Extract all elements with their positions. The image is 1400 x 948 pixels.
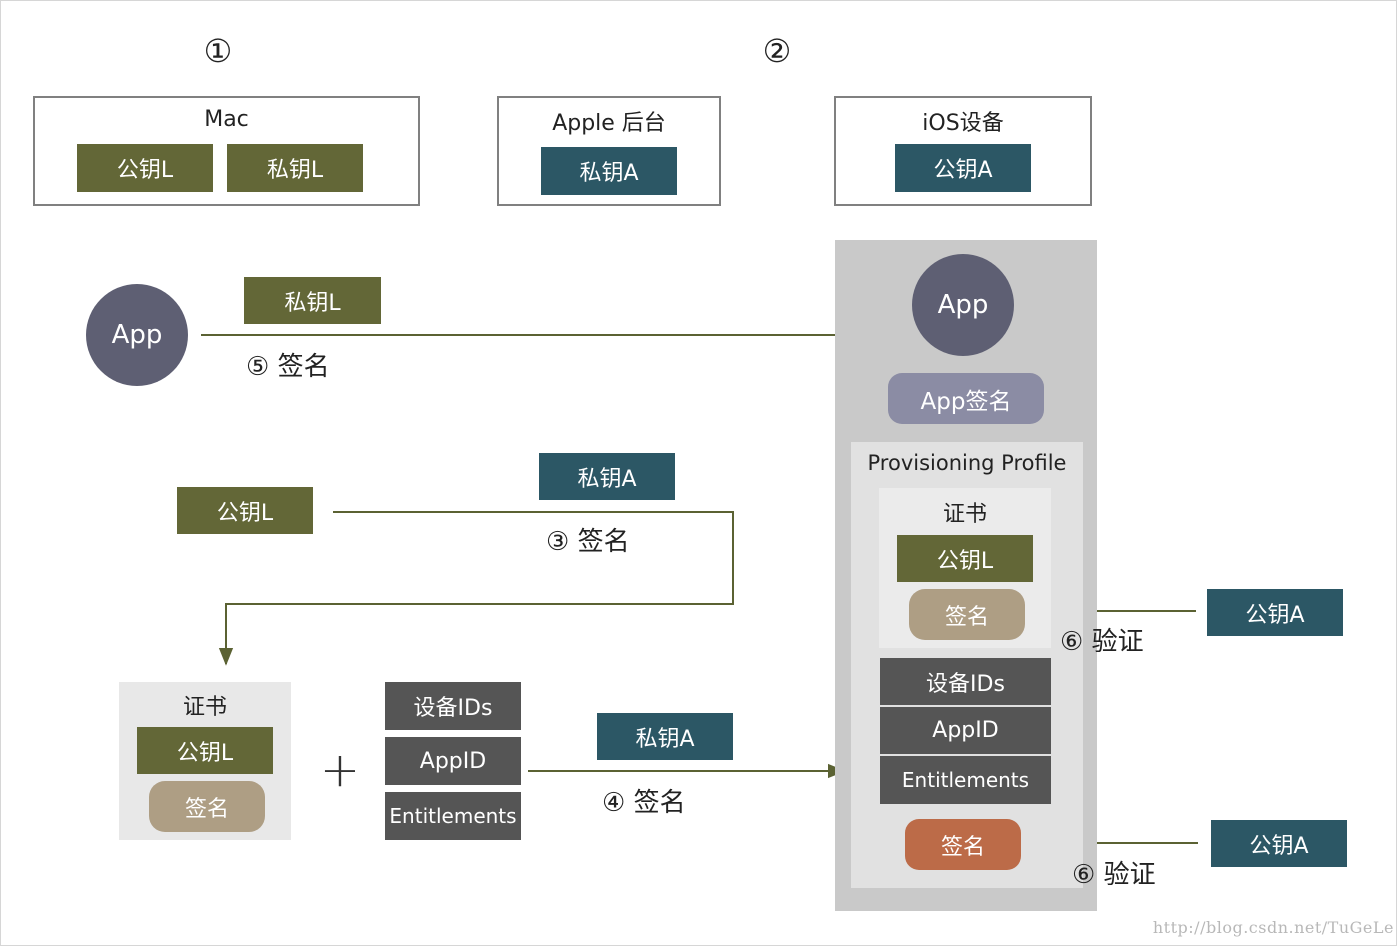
bundle-app-id: AppID [385, 737, 521, 785]
apple-backend-title: Apple 后台 [552, 111, 666, 136]
certificate-public-key: 公钥L [137, 727, 273, 774]
bundle-device-ids: 设备IDs [385, 682, 521, 730]
step3-private-key: 私钥A [539, 453, 675, 500]
step3-sign-label: ③ 签名 [546, 526, 630, 557]
plus-sign: + [319, 742, 361, 798]
step4-private-key: 私钥A [597, 713, 733, 760]
mac-private-key: 私钥L [227, 144, 363, 192]
sign-certificate-arrow [218, 511, 734, 666]
profile-device-ids: 设备IDs [880, 658, 1051, 705]
certificate-signature: 签名 [149, 781, 265, 832]
verify-certificate-label: ⑥ 验证 [1060, 626, 1144, 657]
bundle-entitlements: Entitlements [385, 792, 521, 840]
provisioning-profile-title: Provisioning Profile [867, 451, 1067, 475]
profile-entitlements: Entitlements [880, 756, 1051, 804]
watermark: http://blog.csdn.net/TuGeLe [1152, 918, 1394, 937]
step5-private-key: 私钥L [244, 277, 381, 324]
profile-app-id: AppID [880, 707, 1051, 754]
ios-public-key: 公钥A [895, 144, 1031, 192]
profile-signature: 签名 [905, 819, 1021, 870]
profile-certificate-title: 证书 [942, 502, 987, 527]
verify-profile-public-key: 公钥A [1211, 820, 1347, 867]
verify-certificate-public-key: 公钥A [1207, 589, 1343, 636]
step-marker-1: ① [203, 32, 233, 70]
step4-sign-label: ④ 签名 [602, 787, 686, 818]
apple-private-key: 私钥A [541, 147, 677, 195]
step5-sign-label: ⑤ 签名 [246, 351, 330, 382]
device-app-signature: App签名 [888, 373, 1044, 424]
mac-public-key: 公钥L [77, 144, 213, 192]
profile-certificate-signature: 签名 [909, 589, 1025, 640]
certificate-title: 证书 [182, 695, 227, 720]
step-marker-2: ② [762, 32, 792, 70]
step3-public-key: 公钥L [177, 487, 313, 534]
source-app-circle: App [86, 284, 188, 386]
ios-device-title: iOS设备 [922, 111, 1004, 136]
verify-profile-label: ⑥ 验证 [1072, 859, 1156, 890]
mac-title: Mac [204, 106, 249, 132]
profile-certificate-public-key: 公钥L [897, 535, 1033, 582]
device-app-circle: App [912, 254, 1014, 356]
